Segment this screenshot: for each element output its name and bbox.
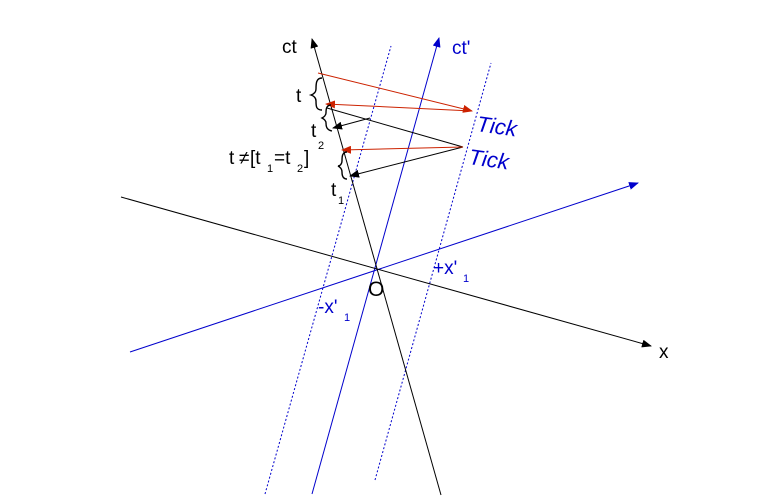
t-label: t [296,86,302,107]
ineq-open: [t [250,148,261,169]
inequality-label: t ≠ [t 1 =t 2 ] [229,148,309,175]
brace-t [308,77,323,111]
signal-inner-black [332,117,371,130]
x-prime-axis [129,182,639,353]
signal-out-lower [326,107,464,148]
t2-subscript: 2 [318,140,324,152]
ct-prime-axis [311,37,441,495]
ct-axis [310,38,442,496]
t2-label: t [311,121,317,142]
worldline-plus-x1 [374,62,492,481]
worldline-minus-x1 [264,45,392,495]
t1-label: t [331,180,337,201]
ineq-eq: =t [274,148,291,169]
signal-return-upper [325,100,473,112]
signal-out-upper [317,72,473,113]
ineq-neq: ≠ [239,148,249,169]
x-prime-minus-subscript: 1 [344,312,350,324]
tick-label-lower: Tick [467,144,511,174]
x-prime-plus-label: +x' [433,258,457,279]
brace-t1 [337,151,348,180]
ct-prime-axis-label: ct' [452,38,470,59]
ineq-sub2: 2 [297,163,303,175]
x-axis [120,196,652,348]
x-axis-label: x [659,342,669,363]
x-prime-plus-subscript: 1 [463,273,469,285]
ct-axis-label: ct [282,37,298,58]
x-prime-minus-label: -x' [318,297,337,318]
ineq-t: t [229,148,235,169]
t1-subscript: 1 [338,195,344,207]
ineq-sub1: 1 [267,163,273,175]
signal-return-lower [349,146,464,178]
tick-label-upper: Tick [475,111,519,141]
brace-t2 [320,104,333,132]
signal-inner-red [341,145,464,154]
ineq-close: ] [304,148,309,169]
origin-label: O [368,278,384,301]
